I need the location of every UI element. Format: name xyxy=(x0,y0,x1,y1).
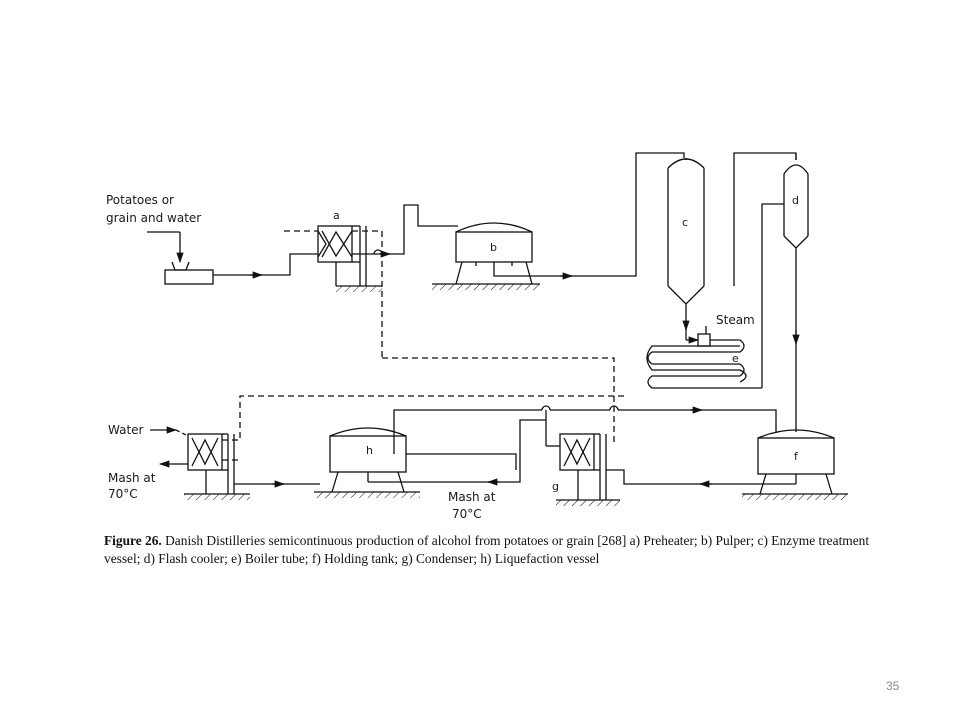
feed-hopper xyxy=(147,231,214,285)
unit-label-a: a xyxy=(333,209,340,222)
unit-label-f: f xyxy=(794,450,799,463)
figure-caption: Figure 26. Danish Distilleries semiconti… xyxy=(104,532,894,568)
unit-label-e: e xyxy=(732,352,739,365)
unit-label-g: g xyxy=(552,480,559,493)
page-number: 35 xyxy=(886,679,900,693)
feed-label-line1: Potatoes or xyxy=(106,193,174,207)
mash-mid-label-line2: 70°C xyxy=(452,507,482,521)
unit-label-c: c xyxy=(682,216,688,229)
enzyme-vessel-c xyxy=(667,158,705,344)
boiler-tube-e xyxy=(646,326,762,389)
water-label: Water xyxy=(108,423,144,437)
feed-label-line2: grain and water xyxy=(106,211,201,225)
left-heat-exchanger xyxy=(184,433,250,495)
mash-out-label-line1: Mash at xyxy=(108,471,156,485)
preheater-a xyxy=(317,225,382,287)
unit-label-d: d xyxy=(792,194,799,207)
mash-mid-label-line1: Mash at xyxy=(448,490,496,504)
flow-preheater-to-pulper xyxy=(352,204,458,255)
figure-number: Figure 26. xyxy=(104,533,162,548)
pulper-b xyxy=(432,222,540,285)
mash-out-label-line2: 70°C xyxy=(108,487,138,501)
unit-label-h: h xyxy=(366,444,373,457)
figure-caption-text: Danish Distilleries semicontinuous produ… xyxy=(104,533,870,566)
flow-pulper-to-enzyme xyxy=(493,152,685,277)
unit-label-b: b xyxy=(490,241,497,254)
steam-label: Steam xyxy=(716,313,755,327)
flow-feed-to-preheater xyxy=(213,253,318,276)
